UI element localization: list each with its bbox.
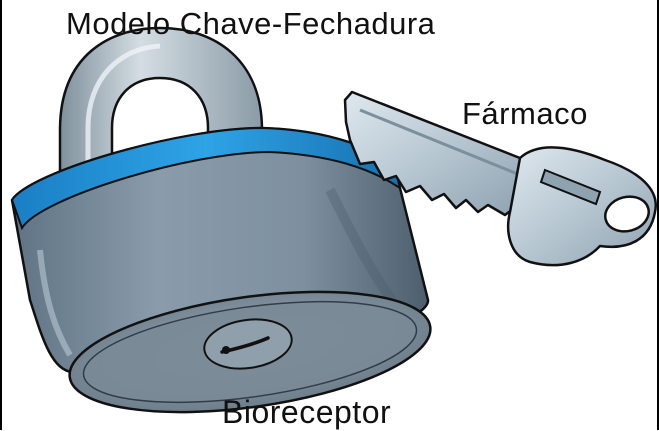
padlock-icon <box>12 28 438 430</box>
key-label: Fármaco <box>462 96 588 132</box>
lock-label: Bioreceptor <box>222 394 391 431</box>
diagram-title: Modelo Chave-Fechadura <box>66 6 435 42</box>
